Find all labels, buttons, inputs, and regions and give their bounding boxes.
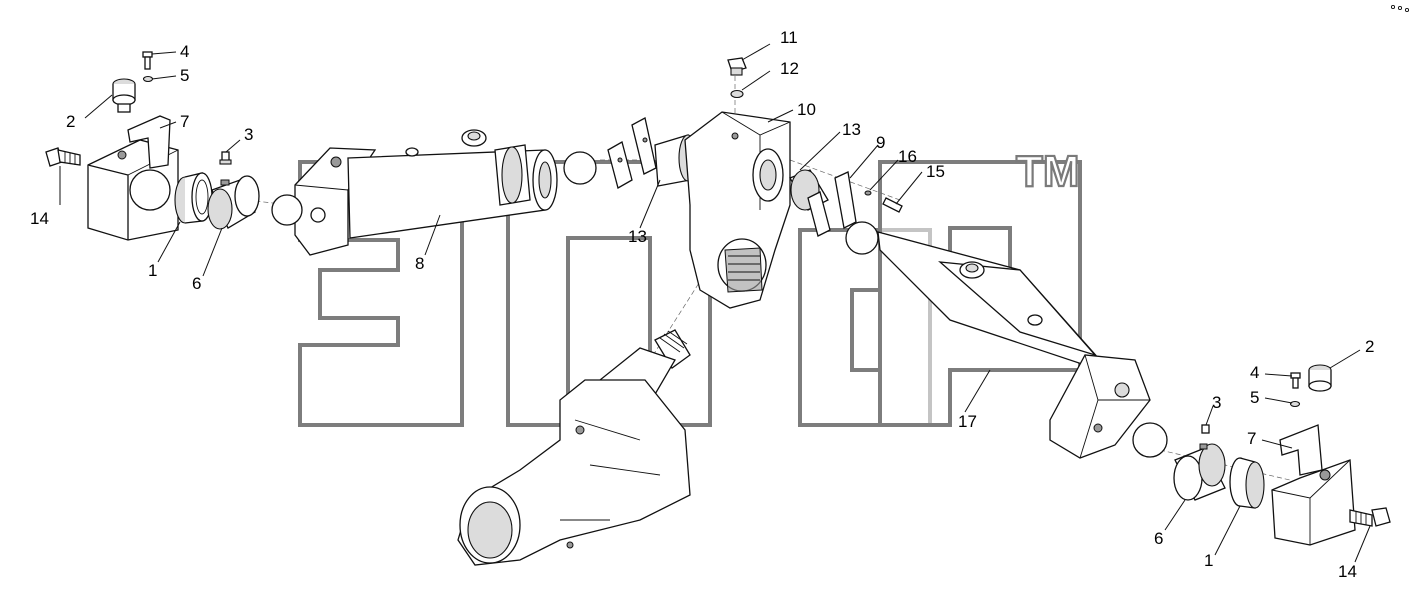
callout-6-left: 6 bbox=[192, 274, 201, 293]
corner-marks bbox=[1390, 4, 1410, 13]
callout-labels: 4 5 2 7 3 14 1 6 8 11 12 10 13 9 16 15 1… bbox=[30, 28, 1374, 581]
right-clamp-plate bbox=[1279, 424, 1323, 476]
callout-11: 11 bbox=[780, 28, 798, 47]
callout-14-right: 14 bbox=[1338, 562, 1357, 581]
left-bolt bbox=[45, 147, 81, 167]
right-bolt bbox=[1349, 507, 1391, 527]
pitman-arm bbox=[684, 111, 791, 309]
callout-8: 8 bbox=[415, 254, 424, 273]
left-clamp-plate bbox=[127, 115, 171, 169]
right-clamp-plates bbox=[807, 171, 857, 237]
callout-13-bottom: 13 bbox=[628, 227, 647, 246]
right-end-bracket bbox=[1271, 459, 1356, 546]
callout-13-top: 13 bbox=[842, 120, 861, 139]
callout-4-right: 4 bbox=[1250, 363, 1259, 382]
top-washer bbox=[730, 89, 744, 99]
right-bushing bbox=[1229, 457, 1265, 509]
callout-12: 12 bbox=[780, 59, 799, 78]
callout-17: 17 bbox=[958, 412, 977, 431]
callout-16: 16 bbox=[898, 147, 917, 166]
left-washer bbox=[142, 75, 154, 83]
watermark-tm: TM bbox=[1016, 147, 1080, 196]
tie-rod-right bbox=[845, 221, 1168, 459]
callout-5-left: 5 bbox=[180, 66, 189, 85]
left-bushing bbox=[174, 172, 213, 224]
left-cap bbox=[112, 78, 136, 113]
callout-6-right: 6 bbox=[1154, 529, 1163, 548]
callout-7-left: 7 bbox=[180, 112, 189, 131]
left-grease-nipple bbox=[219, 151, 232, 165]
callout-1-right: 1 bbox=[1204, 551, 1213, 570]
callout-10: 10 bbox=[797, 100, 816, 119]
left-clamp-plates bbox=[607, 117, 657, 189]
right-cap bbox=[1308, 364, 1332, 392]
callout-1-left: 1 bbox=[148, 261, 157, 280]
callout-9: 9 bbox=[876, 133, 885, 152]
right-small-washer bbox=[864, 190, 872, 196]
callout-5-right: 5 bbox=[1250, 388, 1259, 407]
right-sleeve bbox=[1173, 443, 1226, 501]
left-screw bbox=[142, 51, 153, 70]
callout-14-left: 14 bbox=[30, 209, 49, 228]
top-plug bbox=[727, 57, 747, 76]
tie-rod-left bbox=[271, 129, 597, 256]
callout-4-left: 4 bbox=[180, 42, 189, 61]
right-grease-nipple bbox=[1201, 424, 1210, 434]
right-screw bbox=[1290, 372, 1301, 389]
right-washer bbox=[1289, 400, 1301, 408]
callout-2-left: 2 bbox=[66, 112, 75, 131]
callout-3-right: 3 bbox=[1212, 393, 1221, 412]
callout-3-left: 3 bbox=[244, 125, 253, 144]
callout-15: 15 bbox=[926, 162, 945, 181]
steering-column-housing bbox=[457, 329, 691, 566]
callout-7-right: 7 bbox=[1247, 429, 1256, 448]
callout-2-right: 2 bbox=[1365, 337, 1374, 356]
left-sleeve bbox=[207, 175, 260, 230]
leader-lines bbox=[59, 43, 1371, 563]
